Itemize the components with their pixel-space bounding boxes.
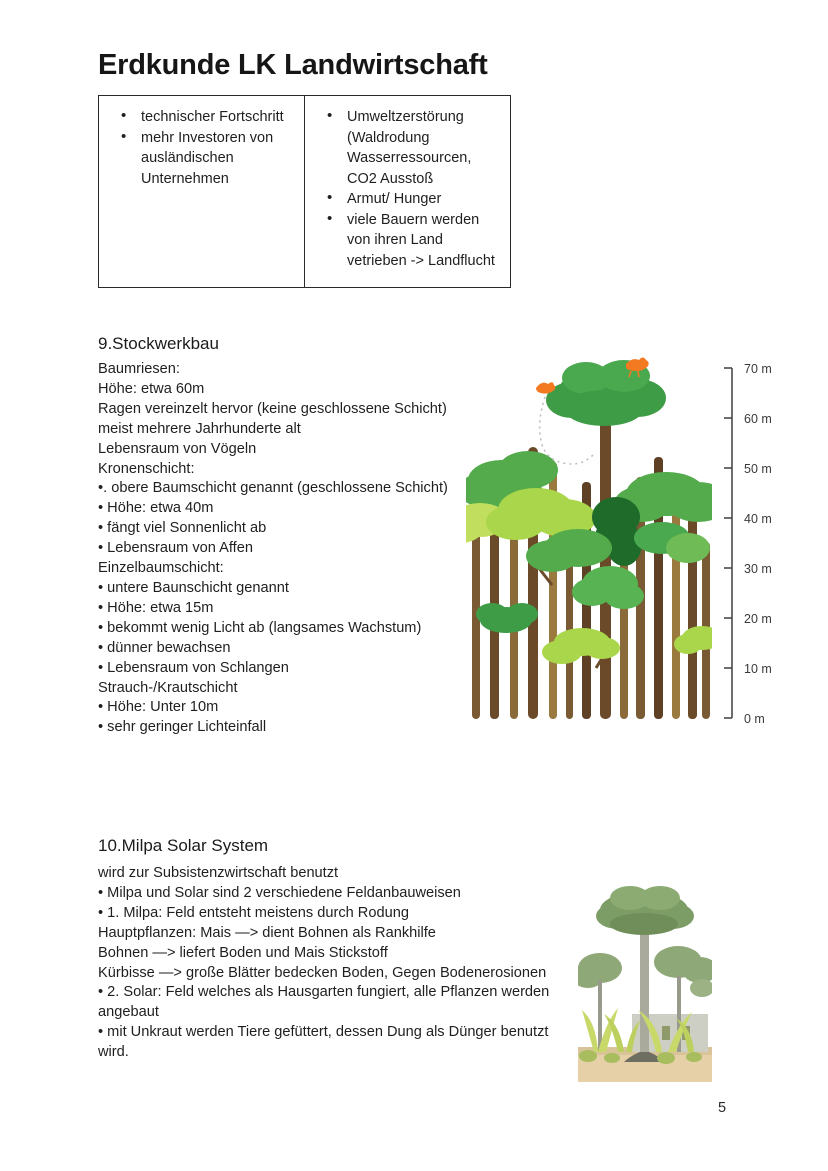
scale-label: 30 m bbox=[744, 562, 772, 576]
canopy-layer bbox=[466, 451, 712, 572]
section-body-stockwerkbau: Baumriesen: Höhe: etwa 60m Ragen vereinz… bbox=[98, 361, 448, 736]
understory-layer bbox=[476, 566, 712, 664]
emergent-tree bbox=[596, 886, 694, 1062]
scale-label: 0 m bbox=[744, 712, 765, 724]
ground-shrubs bbox=[579, 1050, 702, 1064]
page-title: Erdkunde LK Landwirtschaft bbox=[98, 49, 488, 81]
scale-label: 10 m bbox=[744, 662, 772, 676]
scale-label: 60 m bbox=[744, 412, 772, 426]
disadvantages-list: Umweltzerstörung (Waldrodung Wasserresso… bbox=[313, 106, 502, 272]
section-heading-stockwerkbau: 9.Stockwerkbau bbox=[98, 334, 219, 353]
advantages-list: technischer Fortschritt mehr Investoren … bbox=[107, 106, 296, 190]
section-heading-milpa: 10.Milpa Solar System bbox=[98, 836, 269, 855]
forest-layers-figure: 70 m 60 m 50 m 40 m 30 m 20 m 10 m 0 m bbox=[466, 352, 786, 724]
list-item: viele Bauern werden von ihren Land vetri… bbox=[327, 209, 502, 272]
list-item: mehr Investoren von ausländischen Untern… bbox=[121, 127, 296, 190]
emergent-layer-canopy bbox=[546, 360, 666, 426]
mid-canopy-trees bbox=[578, 946, 712, 1052]
list-item: Umweltzerstörung (Waldrodung Wasserresso… bbox=[327, 106, 502, 189]
page-number: 5 bbox=[718, 1100, 727, 1116]
bird-icon-flying bbox=[536, 382, 594, 465]
scale-label: 20 m bbox=[744, 612, 772, 626]
bird-icon-perched bbox=[626, 357, 649, 378]
forest-illustration-group bbox=[466, 357, 712, 719]
table-cell-disadvantages: Umweltzerstörung (Waldrodung Wasserresso… bbox=[305, 96, 510, 287]
pros-cons-table: technischer Fortschritt mehr Investoren … bbox=[98, 95, 511, 288]
milpa-solar-figure bbox=[578, 876, 712, 1082]
height-scale-axis: 70 m 60 m 50 m 40 m 30 m 20 m 10 m 0 m bbox=[724, 362, 772, 724]
table-cell-advantages: technischer Fortschritt mehr Investoren … bbox=[99, 96, 305, 287]
understory-plants bbox=[582, 1008, 694, 1052]
scale-label: 50 m bbox=[744, 462, 772, 476]
scale-label: 40 m bbox=[744, 512, 772, 526]
scale-label: 70 m bbox=[744, 362, 772, 376]
section-body-milpa: wird zur Subsistenzwirtschaft benutzt • … bbox=[98, 865, 550, 1061]
list-item: Armut/ Hunger bbox=[327, 188, 502, 210]
list-item: technischer Fortschritt bbox=[121, 106, 296, 128]
